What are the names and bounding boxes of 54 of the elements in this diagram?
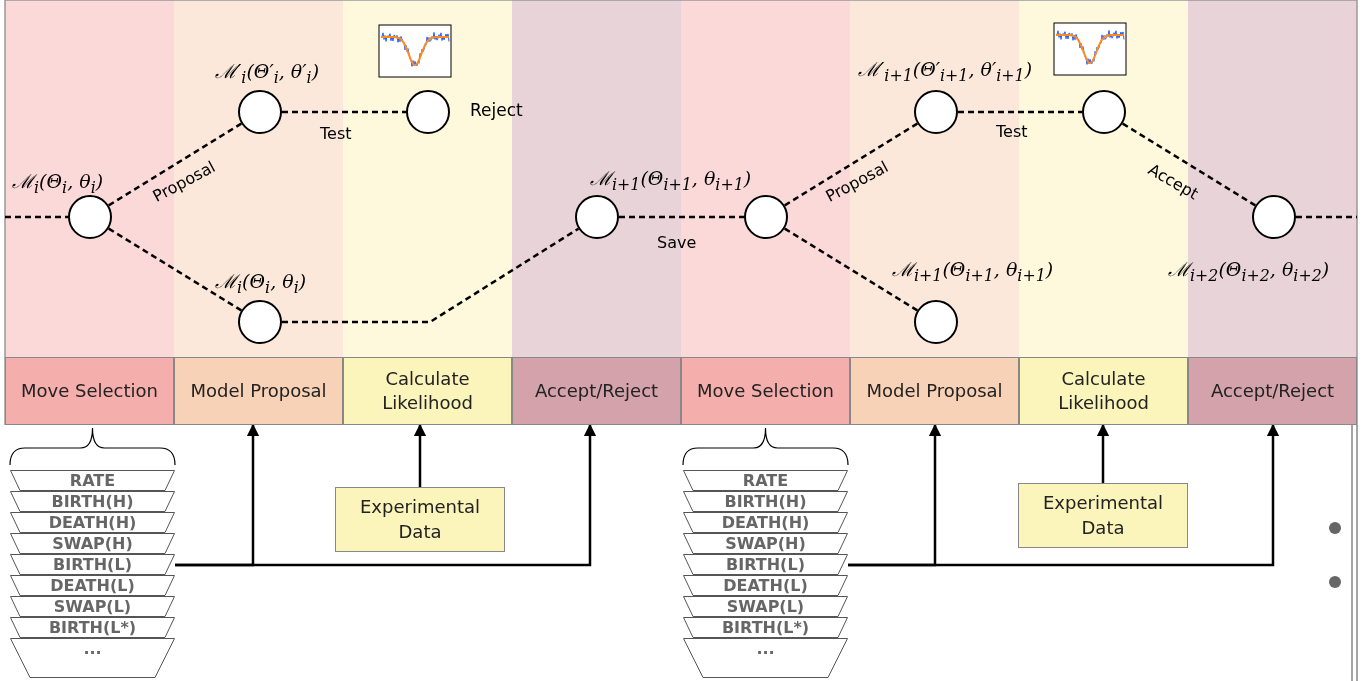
arrow	[413, 423, 427, 487]
data-box: Experimental Data	[1018, 483, 1188, 548]
move-type-row: DEATH(H)	[683, 512, 848, 533]
stage-header: Accept/Reject	[512, 357, 681, 425]
move-type-row: BIRTH(L)	[10, 554, 175, 575]
move-type-row: SWAP(L)	[683, 596, 848, 617]
math-label: ℳ$_{i+2}$(Θ$_{i+2}$, θ$_{i+2}$)	[1168, 257, 1330, 285]
move-type-row: BIRTH(L*)	[10, 617, 175, 638]
dashed-connector	[784, 227, 918, 312]
dashed-connector	[1122, 122, 1256, 207]
math-label: ℳ′$_{i}$(Θ′$_{i}$, θ′$_{i}$)	[215, 59, 320, 87]
dashed-connector	[282, 227, 580, 324]
move-type-row: RATE	[683, 470, 848, 491]
dashed-connector	[958, 110, 1082, 114]
move-type-row: DEATH(L)	[10, 575, 175, 596]
move-type-row: BIRTH(L)	[683, 554, 848, 575]
move-type-row: SWAP(L)	[10, 596, 175, 617]
move-type-row: SWAP(H)	[10, 533, 175, 554]
move-type-row: BIRTH(H)	[683, 491, 848, 512]
move-type-row: RATE	[10, 470, 175, 491]
dashed-connector	[108, 122, 242, 207]
math-label: ℳ$_{i+1}$(Θ$_{i+1}$, θ$_{i+1}$)	[892, 257, 1054, 285]
dashed-connector	[108, 227, 242, 312]
dashed-connector	[1296, 215, 1357, 219]
move-type-row: BIRTH(L*)	[683, 617, 848, 638]
stage-header: Move Selection	[5, 357, 174, 425]
data-box: Experimental Data	[335, 487, 505, 552]
outcome-label: Reject	[470, 100, 523, 120]
stage-header: Accept/Reject	[1188, 357, 1357, 425]
move-type-row: BIRTH(H)	[10, 491, 175, 512]
math-label: ℳ$_{i}$(Θ$_{i}$, θ$_{i}$)	[12, 169, 104, 197]
edge-label: Test	[996, 122, 1028, 141]
dashed-connector	[784, 122, 918, 207]
math-label: ℳ$_{i}$(Θ$_{i}$, θ$_{i}$)	[215, 269, 307, 297]
move-type-row: DEATH(L)	[683, 575, 848, 596]
move-type-row: SWAP(H)	[683, 533, 848, 554]
stage-header: Model Proposal	[850, 357, 1019, 425]
dashed-connector	[619, 215, 744, 219]
edge-label: Save	[657, 233, 697, 252]
math-label: ℳ$_{i+1}$(Θ$_{i+1}$, θ$_{i+1}$)	[590, 166, 752, 194]
stage-header: Model Proposal	[174, 357, 343, 425]
move-type-row: ...	[10, 638, 175, 678]
arrow	[1096, 423, 1110, 483]
stage-header: Move Selection	[681, 357, 850, 425]
arrow	[175, 423, 597, 567]
math-label: ℳ′$_{i+1}$(Θ′$_{i+1}$, θ′$_{i+1}$)	[858, 57, 1033, 85]
stage-header: Calculate Likelihood	[343, 357, 512, 425]
dashed-connector	[282, 110, 406, 114]
dashed-connector	[5, 215, 68, 219]
move-type-row: DEATH(H)	[10, 512, 175, 533]
move-type-row: ...	[683, 638, 848, 678]
arrow	[848, 423, 1280, 567]
edge-label: Test	[320, 124, 352, 143]
stage-header: Calculate Likelihood	[1019, 357, 1188, 425]
